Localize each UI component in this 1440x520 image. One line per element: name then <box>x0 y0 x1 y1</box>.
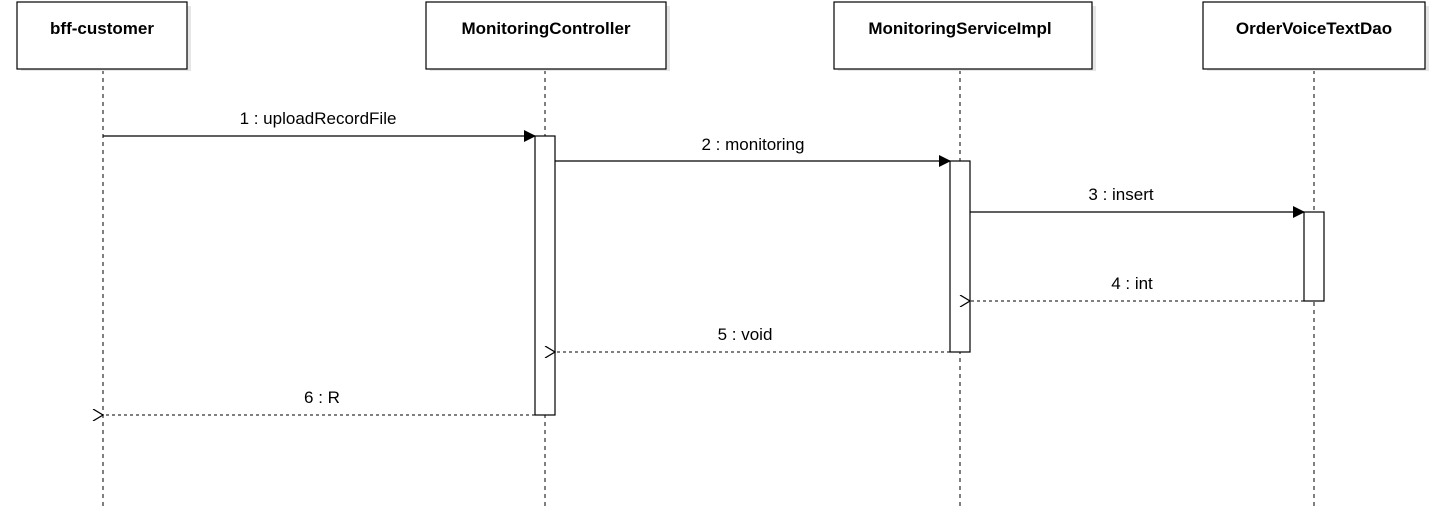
participant-name: MonitoringServiceImpl <box>868 19 1051 38</box>
participant-order-voice-text-dao[interactable]: OrderVoiceTextDao <box>1202 1 1429 71</box>
activation-monitoring-service-impl <box>949 160 971 353</box>
message-label: 3 : insert <box>1088 185 1153 204</box>
message-label: 1 : uploadRecordFile <box>240 109 397 128</box>
participant-monitoring-service-impl[interactable]: MonitoringServiceImpl <box>833 1 1096 71</box>
message-label: 2 : monitoring <box>702 135 805 154</box>
activation-monitoring-controller <box>534 135 556 416</box>
participant-name: MonitoringController <box>461 19 630 38</box>
participant-bff-customer[interactable]: bff-customer <box>16 1 191 71</box>
participant-name: OrderVoiceTextDao <box>1236 19 1392 38</box>
message-label: 5 : void <box>718 325 773 344</box>
activation-order-voice-text-dao <box>1303 211 1325 302</box>
participant-name: bff-customer <box>50 19 154 38</box>
participant-monitoring-controller[interactable]: MonitoringController <box>425 1 670 71</box>
message-label: 6 : R <box>304 388 340 407</box>
message-label: 4 : int <box>1111 274 1153 293</box>
